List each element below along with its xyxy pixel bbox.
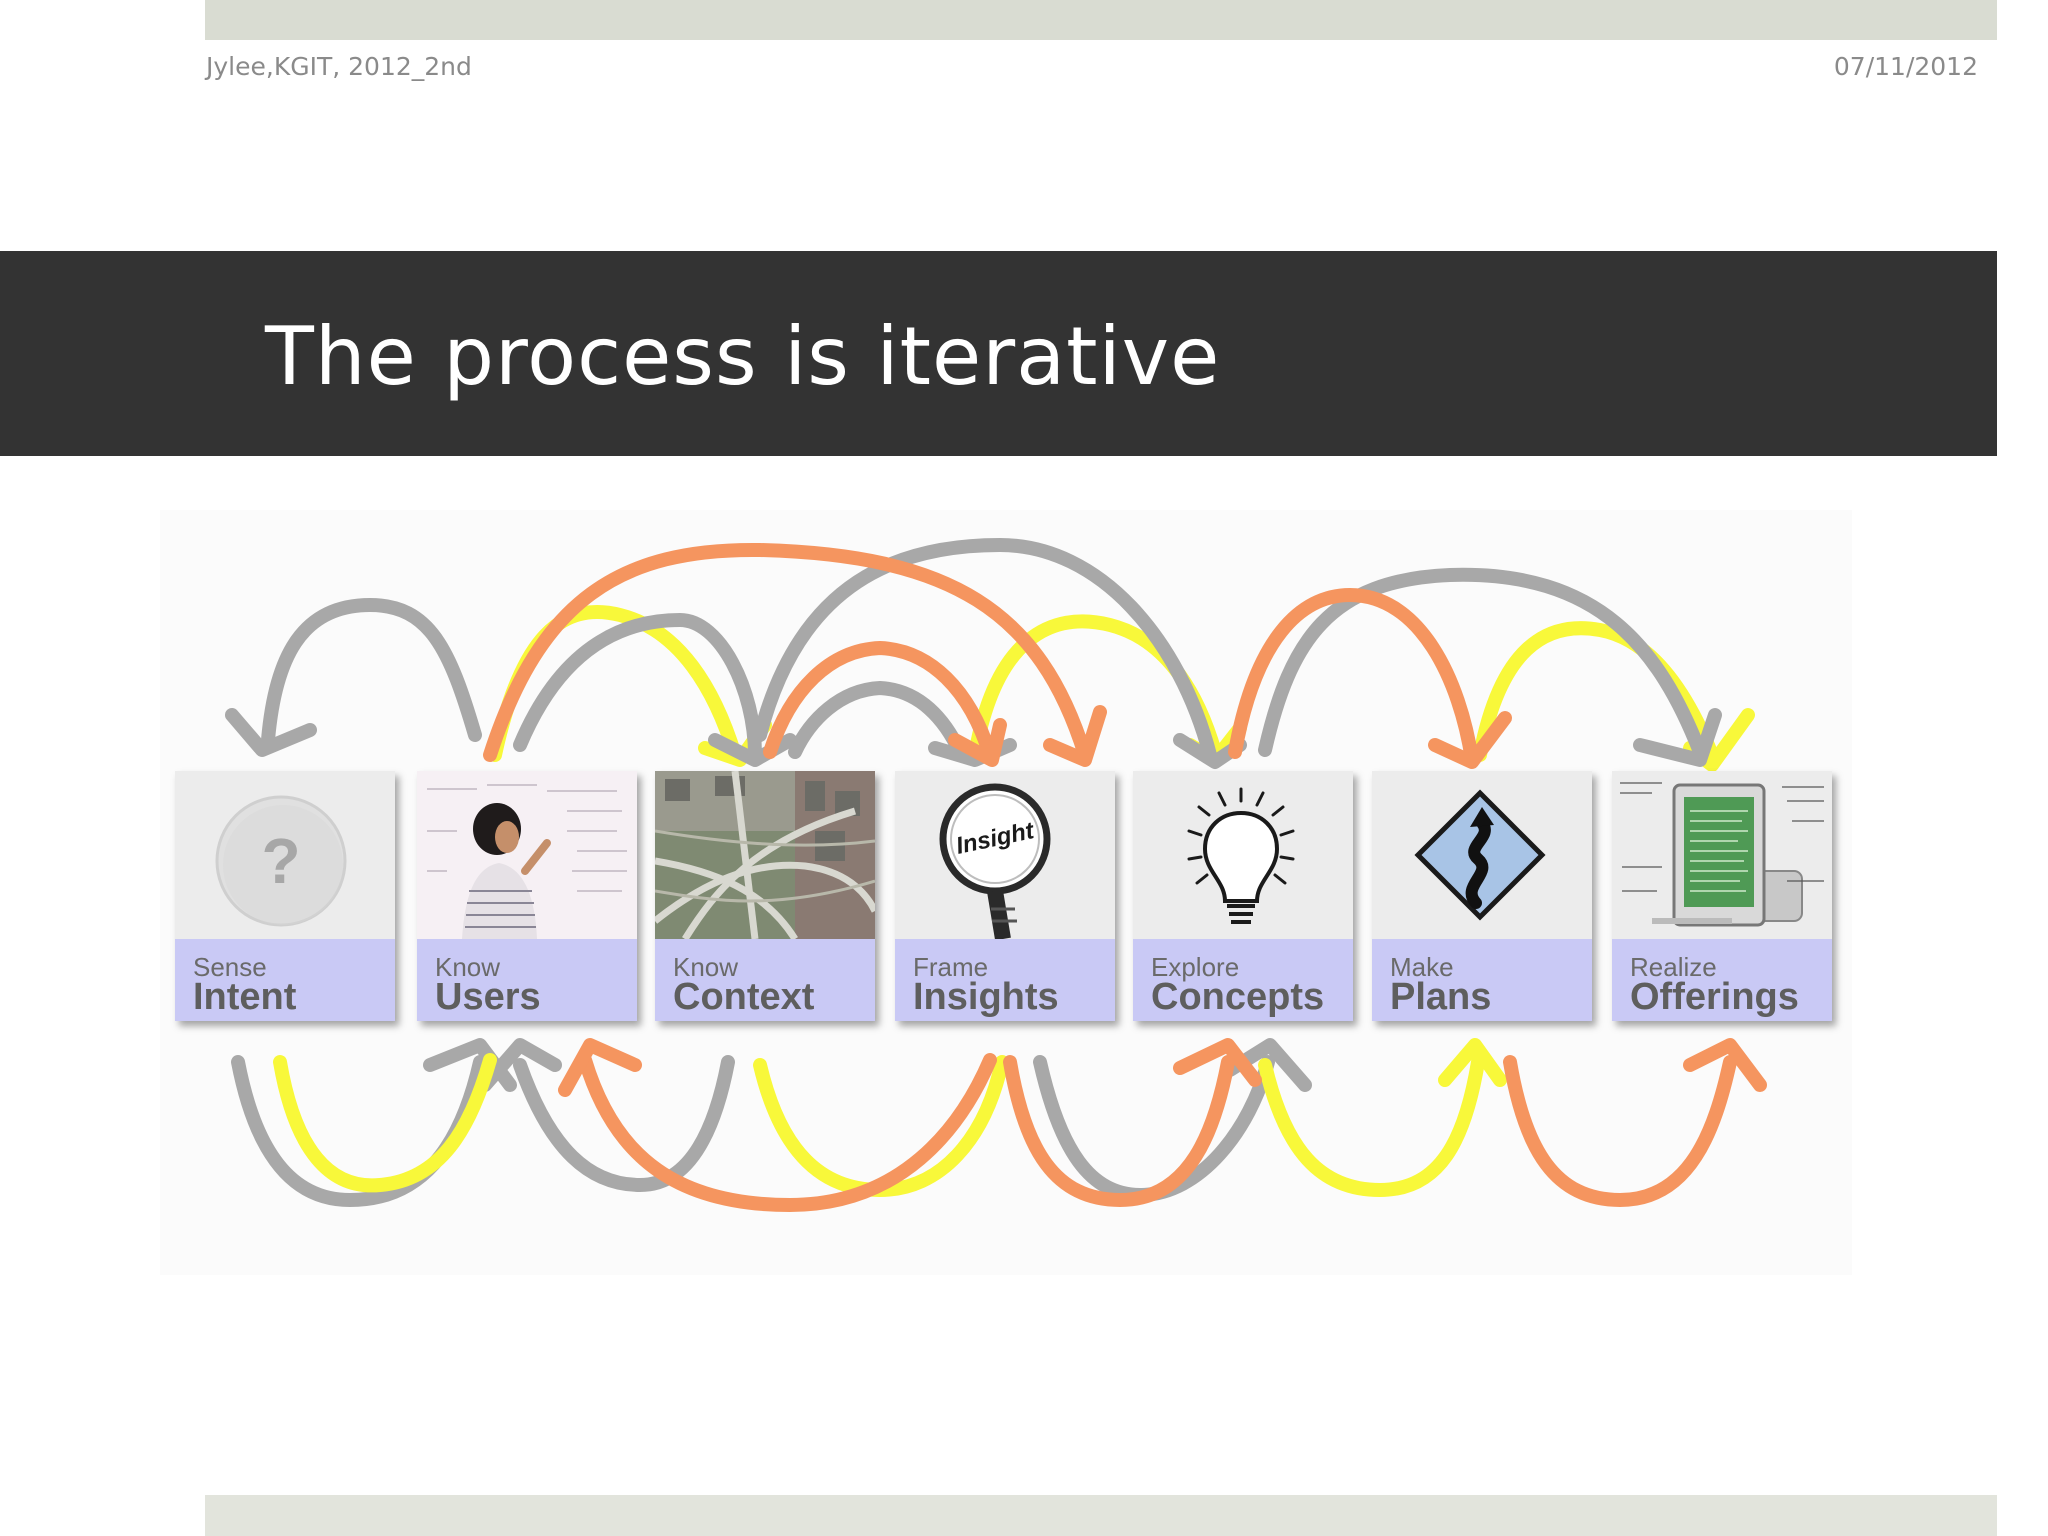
slide-title: The process is iterative	[265, 310, 1221, 403]
label-band	[1612, 939, 1832, 1021]
question-mark-icon: ?	[175, 771, 395, 939]
step-card-realize-offerings: Realize Offerings	[1612, 771, 1832, 1021]
step-verb: Frame	[913, 952, 989, 982]
highway-interchange-photo	[655, 771, 875, 939]
step-noun: Concepts	[1151, 976, 1325, 1018]
step-verb: Know	[673, 952, 739, 982]
lightbulb-icon	[1133, 771, 1353, 939]
step-card-sense-intent: ? Sense Intent	[175, 771, 395, 1021]
step-noun: Insights	[913, 976, 1059, 1018]
step-noun: Intent	[193, 976, 297, 1018]
step-verb: Make	[1390, 952, 1454, 982]
header-author: Jylee,KGIT, 2012_2nd	[206, 52, 472, 81]
step-card-know-users: Know Users	[417, 771, 637, 1021]
label-band	[175, 939, 395, 1021]
yellow-arrows-top	[488, 605, 1755, 772]
magnifier-insight-icon: Insight	[895, 771, 1115, 939]
step-noun: Context	[673, 976, 815, 1018]
step-card-know-context: Know Context	[655, 771, 875, 1021]
top-band	[205, 0, 1997, 40]
step-noun: Users	[435, 976, 541, 1018]
yellow-arrows-bottom	[273, 1038, 1507, 1197]
orange-arrows-bottom	[558, 1038, 1767, 1212]
label-band	[1372, 939, 1592, 1021]
step-noun: Offerings	[1630, 976, 1799, 1018]
label-band	[1133, 939, 1353, 1021]
step-verb: Realize	[1630, 952, 1717, 982]
svg-text:?: ?	[261, 825, 300, 897]
label-band	[895, 939, 1115, 1021]
label-band	[417, 939, 637, 1021]
step-card-frame-insights: Insight Frame Insights	[895, 771, 1115, 1021]
tablet-device-icon	[1612, 771, 1832, 939]
step-verb: Know	[435, 952, 501, 982]
step-card-make-plans: Make Plans	[1372, 771, 1592, 1021]
step-card-explore-concepts: Explore Concepts	[1133, 771, 1353, 1021]
step-verb: Explore	[1151, 952, 1240, 982]
step-verb: Sense	[193, 952, 267, 982]
label-band	[655, 939, 875, 1021]
header-date: 07/11/2012	[1833, 52, 1978, 81]
winding-road-sign-icon	[1372, 771, 1592, 939]
title-bar	[0, 251, 1997, 456]
step-noun: Plans	[1390, 976, 1492, 1018]
child-at-whiteboard-photo	[417, 771, 637, 939]
bottom-band	[205, 1495, 1997, 1536]
orange-arrows-top	[483, 542, 1512, 769]
